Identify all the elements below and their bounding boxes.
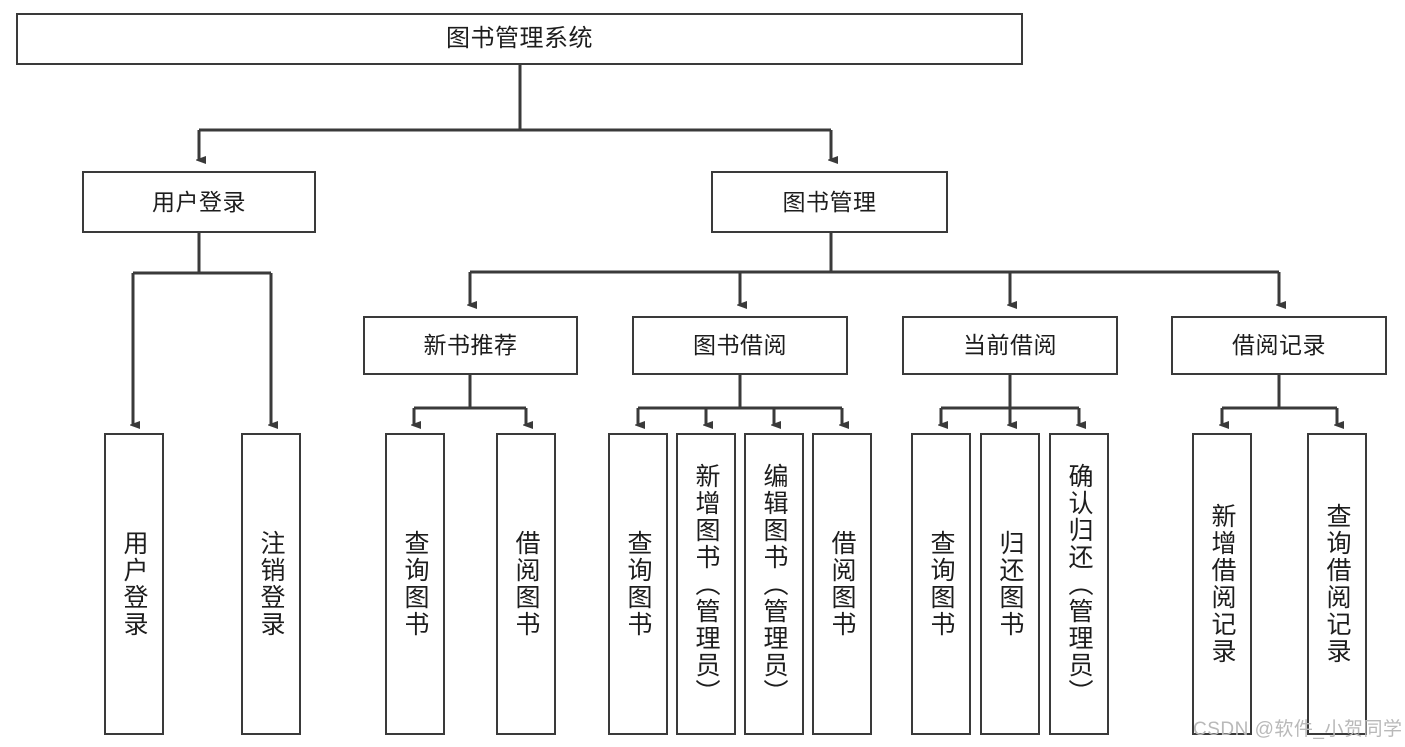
leaf-book-borrow-add-book-admin[interactable]: 新增图书（管理员） bbox=[676, 433, 736, 735]
node-label: 图书管理 bbox=[782, 188, 877, 215]
leaf-new-book-query-books[interactable]: 查询图书 bbox=[385, 433, 445, 735]
leaf-borrow-record-query-record[interactable]: 查询借阅记录 bbox=[1307, 433, 1367, 735]
leaf-current-borrow-return-books[interactable]: 归还图书 bbox=[980, 433, 1040, 735]
node-label: 查询图书 bbox=[624, 530, 652, 638]
leaf-borrow-record-add-record[interactable]: 新增借阅记录 bbox=[1192, 433, 1252, 735]
leaf-current-borrow-confirm-return-admin[interactable]: 确认归还（管理员） bbox=[1049, 433, 1109, 735]
leaf-book-borrow-borrow-books[interactable]: 借阅图书 bbox=[812, 433, 872, 735]
node-label: 新增图书（管理员） bbox=[692, 462, 720, 706]
node-book-borrowing[interactable]: 图书借阅 bbox=[632, 316, 848, 375]
node-label: 编辑图书（管理员） bbox=[760, 462, 788, 706]
node-label: 借阅图书 bbox=[828, 530, 856, 638]
leaf-user-login-logout[interactable]: 注销登录 bbox=[241, 433, 301, 735]
node-label: 新书推荐 bbox=[423, 332, 518, 359]
csdn-watermark: CSDN @软件_小贺同学 bbox=[1193, 719, 1403, 740]
node-new-book-recommendation[interactable]: 新书推荐 bbox=[363, 316, 578, 375]
node-label: 用户登录 bbox=[152, 188, 246, 215]
node-label: 归还图书 bbox=[996, 530, 1024, 638]
leaf-book-borrow-query-books[interactable]: 查询图书 bbox=[608, 433, 668, 735]
node-current-borrowing[interactable]: 当前借阅 bbox=[902, 316, 1118, 375]
node-label: 当前借阅 bbox=[963, 332, 1057, 359]
node-label: 借阅记录 bbox=[1232, 332, 1326, 359]
node-label: 查询图书 bbox=[927, 530, 955, 638]
node-label: 确认归还（管理员） bbox=[1065, 462, 1093, 706]
leaf-current-borrow-query-books[interactable]: 查询图书 bbox=[911, 433, 971, 735]
node-root-system[interactable]: 图书管理系统 bbox=[16, 13, 1023, 65]
leaf-new-book-borrow-books[interactable]: 借阅图书 bbox=[496, 433, 556, 735]
node-user-login[interactable]: 用户登录 bbox=[82, 171, 316, 233]
node-label: 查询图书 bbox=[401, 530, 429, 638]
leaf-book-borrow-edit-book-admin[interactable]: 编辑图书（管理员） bbox=[744, 433, 804, 735]
node-label: 注销登录 bbox=[257, 530, 285, 638]
node-label: 新增借阅记录 bbox=[1208, 503, 1236, 665]
node-label: 用户登录 bbox=[120, 530, 148, 638]
node-label: 图书借阅 bbox=[693, 332, 787, 359]
node-label: 查询借阅记录 bbox=[1323, 503, 1351, 665]
node-book-management[interactable]: 图书管理 bbox=[711, 171, 948, 233]
node-label: 图书管理系统 bbox=[446, 25, 593, 53]
leaf-user-login-login[interactable]: 用户登录 bbox=[104, 433, 164, 735]
node-label: 借阅图书 bbox=[512, 530, 540, 638]
node-borrowing-records[interactable]: 借阅记录 bbox=[1171, 316, 1387, 375]
